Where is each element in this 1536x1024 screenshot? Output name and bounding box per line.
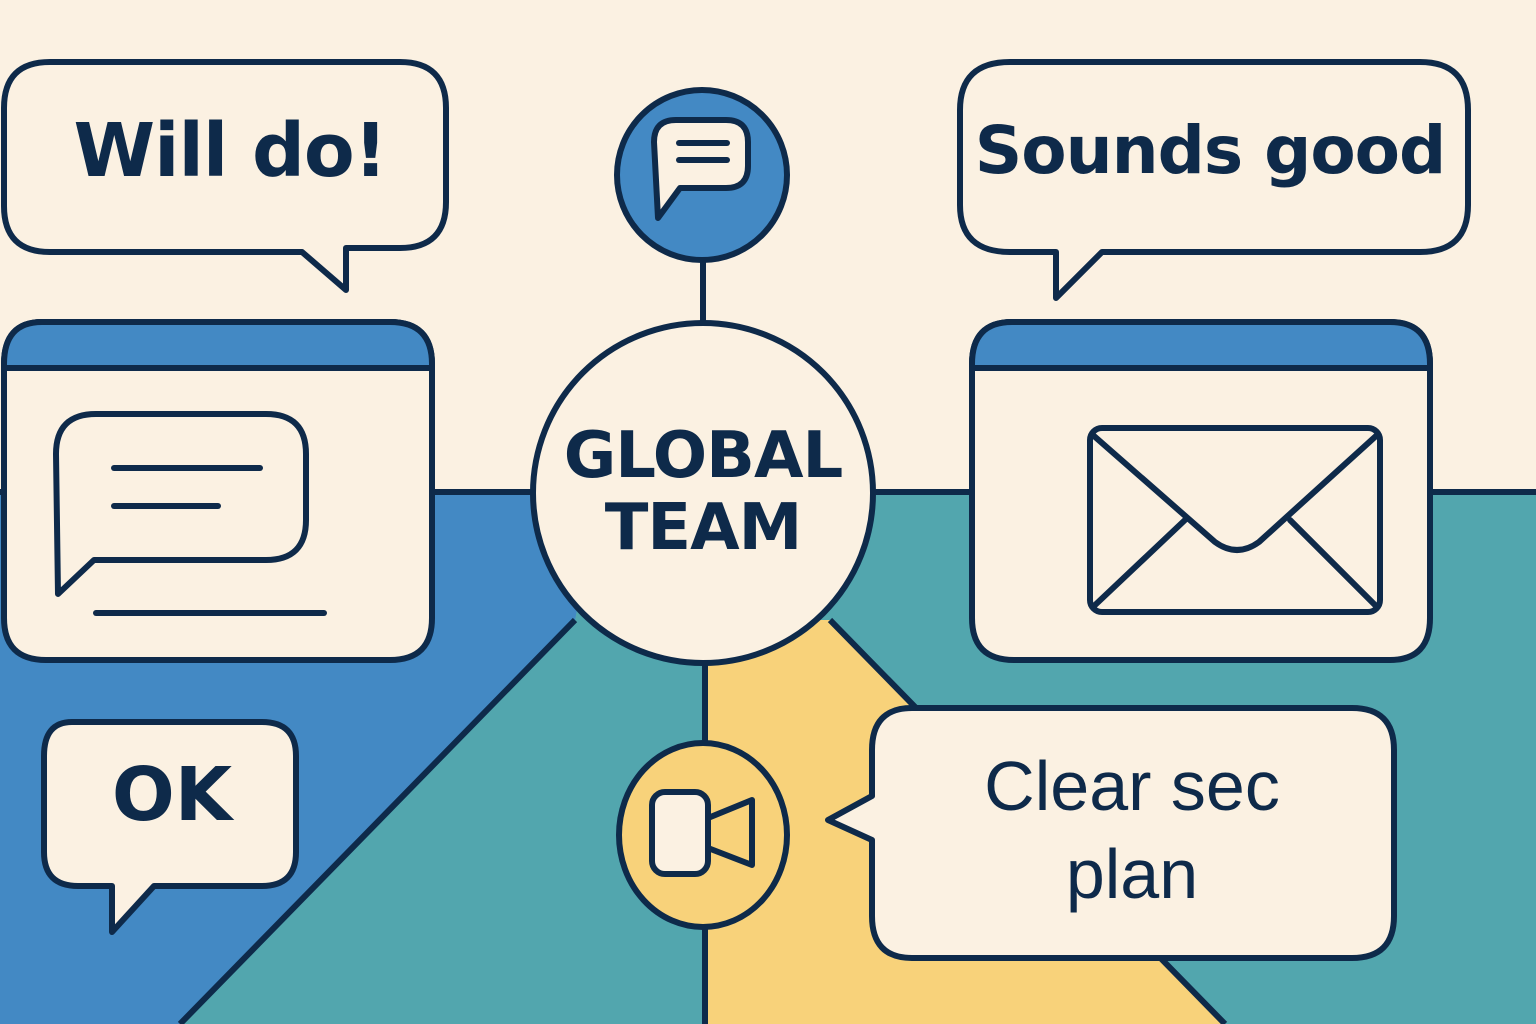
messaging-window	[1, 319, 435, 663]
speech-bubble-will-do	[1, 59, 449, 293]
email-window	[969, 319, 1433, 663]
envelope-icon	[1087, 425, 1383, 615]
window-title-bar	[1, 319, 435, 371]
speech-bubble-clear-sec-plan	[825, 705, 1397, 961]
speech-bubble-sounds-good	[957, 59, 1471, 301]
chat-bubble-icon	[651, 117, 751, 221]
chat-node	[614, 87, 790, 263]
speech-bubble-ok	[41, 719, 299, 935]
global-team-node	[530, 320, 876, 666]
window-title-bar	[969, 319, 1433, 371]
video-node	[616, 740, 790, 930]
blue-teal-divider	[177, 617, 578, 1024]
message-icon	[53, 411, 327, 616]
video-camera-icon	[649, 789, 755, 877]
